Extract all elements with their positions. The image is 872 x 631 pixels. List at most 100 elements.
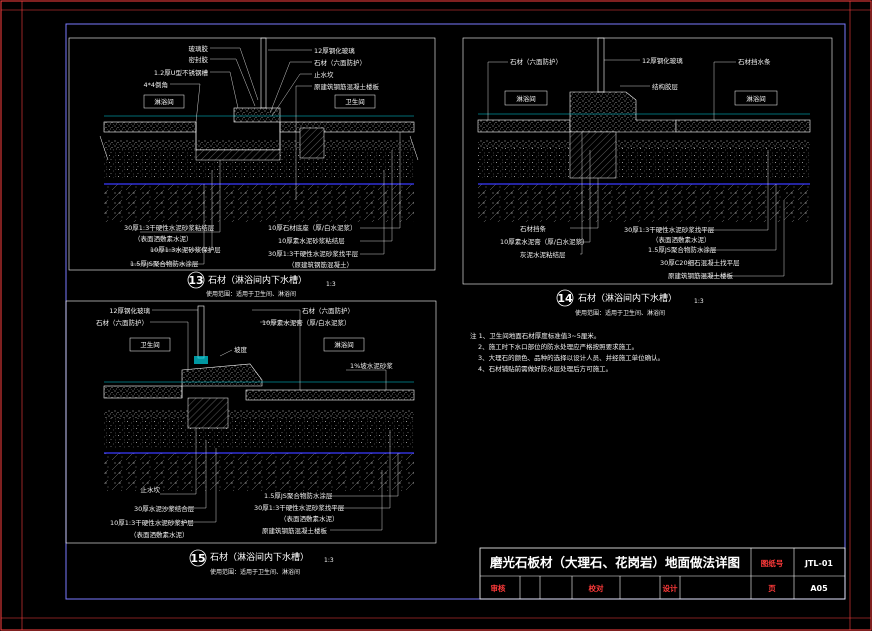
detail-15-sill <box>181 363 263 398</box>
row-label-check: 校对 <box>589 583 604 593</box>
detail-15-top-label-1: 12厚钢化玻璃 <box>109 306 150 315</box>
drawing-no: JTL-01 <box>804 559 833 568</box>
detail-13-title: 石材（淋浴间内下水槽） <box>208 274 307 286</box>
detail-14-top-mid-label-2: 结构胶层 <box>652 82 679 91</box>
detail-14-stone-left <box>477 119 571 133</box>
detail-14-slab-layer <box>478 184 810 222</box>
detail-15-top-leaders <box>150 309 387 390</box>
detail-13-left-room: 淋浴间 <box>154 97 174 106</box>
detail-14-stop-block <box>569 131 617 179</box>
detail-14-frame <box>462 37 833 285</box>
detail-15-number-circle <box>189 549 207 567</box>
drawing-title: 磨光石板材（大理石、花岗岩）地面做法详图 <box>489 555 740 570</box>
detail-13-break-left <box>99 135 109 161</box>
detail-13-number: 13 <box>188 274 203 287</box>
detail-15-number: 15 <box>190 552 205 565</box>
detail-13-top-right-label-3: 止水坎 <box>314 70 334 79</box>
detail-15-stone-right <box>245 389 415 401</box>
detail-13-bottom-right-label-1: 10厚石材底座（厚/白水泥浆） <box>268 223 356 232</box>
detail-15-right-room-box <box>323 337 365 352</box>
detail-13-frame <box>68 37 436 271</box>
detail-14-glass <box>597 37 605 93</box>
detail-13-bottom-right-label-2: 10厚素水泥砂浆粘结层 <box>278 236 345 245</box>
detail-15-frame <box>65 300 437 544</box>
detail-13-top-left-labels <box>170 47 259 123</box>
detail-14-top-mid-label-1: 12厚钢化玻璃 <box>642 56 683 65</box>
detail-14-top-label-1: 石材（六面防护） <box>510 57 562 66</box>
detail-13-usage: 使用范围：适用于卫生间、淋浴间 <box>206 290 296 298</box>
detail-13-number-circle <box>187 271 205 289</box>
detail-14-bottom-right-label-4: 30厚C20细石混凝土找平层 <box>660 258 740 267</box>
detail-15-bottom-left-label-1: 止水坎 <box>141 485 161 494</box>
detail-14-bottom-right-label-2: （表面洒敷素水泥） <box>652 235 711 244</box>
detail-14-right-room-box <box>734 90 778 106</box>
page-no: A05 <box>810 584 828 593</box>
notes: 注 1、卫生间地面石材厚度标准值3~5厘米。 2、施工时下水口部位的防水处理应严… <box>470 331 664 373</box>
detail-15-left-room: 卫生间 <box>140 340 160 349</box>
detail-15-left-room-box <box>129 337 171 352</box>
detail-13-bottom-right-leaders <box>360 132 401 255</box>
detail-15-top-right-label-1: 石材（六面防护） <box>302 306 354 315</box>
detail-15: 卫生间 淋浴间 12厚钢化玻璃 石材（六面防护） 坡度 石材（六面防护） 10厚… <box>65 300 437 576</box>
detail-13-bottom-left-label-2: （表面洒敷素水泥） <box>134 234 193 243</box>
detail-15-bottom-leaders <box>160 428 399 531</box>
detail-15-glass-base <box>194 356 208 364</box>
detail-15-stone-left <box>103 385 183 399</box>
detail-13-bottom-left-label-1: 30厚1:3干硬性水泥砂浆粘结层 <box>124 223 215 232</box>
detail-14-bottom-left-label-2: 10厚素水泥膏（厚/白水泥浆） <box>500 237 588 246</box>
detail-13-bottom-left-label-3: 10厚1:3水泥砂浆保护层 <box>150 245 221 254</box>
row-label-review: 审核 <box>491 583 506 593</box>
detail-15-slope-label: 坡度 <box>234 345 248 354</box>
detail-13-bottom-left-leaders <box>130 160 221 265</box>
detail-13-stone-left <box>103 121 197 133</box>
detail-14-bottom-right-label-3: 1.5厚JS聚合物防水涂层 <box>648 245 717 254</box>
detail-13-top-label-4: 4*4倒角 <box>143 80 168 89</box>
note-2: 2、施工时下水口部位的防水处理应严格按照要求施工。 <box>478 342 638 351</box>
detail-14-top-leaders <box>487 59 736 120</box>
detail-14-finish-layer <box>478 140 810 148</box>
detail-15-bottom-left-label-2: 30厚水泥沙浆结合层 <box>134 504 195 513</box>
detail-15-channel <box>187 397 229 429</box>
detail-14: 淋浴间 淋浴间 石材（六面防护） 12厚钢化玻璃 结构胶层 石材挡水条 石材挡条… <box>462 37 833 317</box>
drawing-no-label: 图纸号 <box>761 558 784 568</box>
detail-14-bottom-left-label-3: 灰泥水泥粘结层 <box>520 250 566 259</box>
detail-13-channel-floor <box>195 149 281 161</box>
detail-13-curb <box>233 107 281 123</box>
detail-14-raised-sill <box>569 91 677 133</box>
page-label: 页 <box>768 584 776 593</box>
detail-14-title: 石材（淋浴间内下水槽） <box>578 292 677 304</box>
detail-13-bottom-right-label-3: 30厚1:3干硬性水泥砂浆找平层 <box>268 249 359 258</box>
detail-14-mortar-layer <box>478 148 810 178</box>
detail-13-top-right-label-1: 12厚钢化玻璃 <box>314 46 355 55</box>
detail-13-top-right-leaders <box>268 49 312 200</box>
detail-15-bottom-right-label-1: 1.5厚JS聚合物防水涂层 <box>264 491 333 500</box>
detail-13-bottom-left-label-4: 1.5厚JS聚合物防水涂层 <box>130 259 199 268</box>
detail-14-top-right-label-1: 石材挡水条 <box>738 57 771 66</box>
detail-13-slab-layer <box>104 184 414 222</box>
detail-14-bottom-left-label-1: 石材挡条 <box>520 224 547 233</box>
detail-13-top-right-label-4: 原建筑钢筋混凝土楼板 <box>314 82 380 91</box>
detail-15-bottom-left-label-4: （表面洒敷素水泥） <box>130 530 189 539</box>
detail-14-stone-right <box>675 119 811 133</box>
detail-15-bottom-right-label-2: 30厚1:3干硬性水泥砂浆找平层 <box>254 503 345 512</box>
detail-14-number: 14 <box>557 292 573 305</box>
detail-14-number-circle <box>556 289 574 307</box>
detail-13-break-right <box>409 135 419 161</box>
note-3: 3、大理石的颜色、品种的选择以设计人员、并经施工单位确认。 <box>478 353 664 362</box>
detail-15-finish-layer <box>104 410 414 418</box>
detail-15-glass <box>197 305 205 359</box>
detail-14-bottom-right-label-1: 30厚1:3干硬性水泥砂浆找平层 <box>624 225 715 234</box>
detail-14-scale: 1:3 <box>694 298 704 305</box>
detail-15-mortar-layer <box>104 418 414 448</box>
detail-14-right-room: 淋浴间 <box>746 94 766 103</box>
detail-14-bottom-right-label-5: 原建筑钢筋混凝土楼板 <box>668 271 734 280</box>
title-block-frame <box>479 547 846 600</box>
detail-15-slab-layer <box>104 453 414 491</box>
detail-13-top-label-1: 玻璃胶 <box>189 44 209 53</box>
detail-15-usage: 使用范围：适用于卫生间、淋浴间 <box>210 568 300 576</box>
detail-14-left-room: 淋浴间 <box>516 94 536 103</box>
detail-15-top-label-2: 石材（六面防护） <box>96 318 148 327</box>
detail-13-stop-block <box>299 127 325 159</box>
